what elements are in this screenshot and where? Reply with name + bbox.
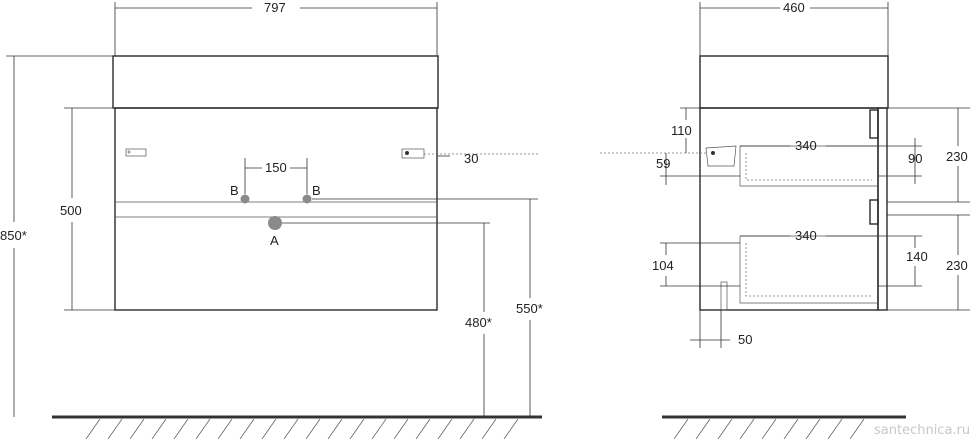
front-view: B B A 150 797 30 850* 500 480* — [0, 0, 543, 439]
dim-850: 850* — [0, 228, 27, 243]
left-bracket — [125, 148, 147, 157]
dim-230-top: 230 — [946, 149, 968, 164]
side-cabinet — [699, 107, 879, 311]
dim-140: 140 — [906, 249, 928, 264]
side-facade — [877, 107, 888, 311]
dim-104: 104 — [652, 258, 674, 273]
dim-797: 797 — [264, 0, 286, 15]
dim-550: 550* — [516, 301, 543, 316]
dim-480: 480* — [465, 315, 492, 330]
dim-230-bottom: 230 — [946, 258, 968, 273]
front-cabinet — [114, 107, 438, 311]
front-countertop — [112, 55, 439, 109]
label-b-left: B — [230, 183, 239, 198]
front-floor-hatch — [85, 418, 519, 439]
side-view: 460 110 59 340 90 230 340 104 — [600, 0, 970, 439]
side-floor-hatch — [673, 418, 865, 439]
side-drawer-bottom-inner — [745, 243, 872, 297]
side-drawer-bottom — [739, 235, 878, 304]
drain-a — [268, 216, 282, 230]
watermark: santechnica.ru — [874, 423, 970, 438]
inlet-b-right — [302, 194, 312, 204]
side-countertop — [699, 55, 889, 109]
side-handle-bottom — [869, 199, 879, 225]
dim-340-bottom: 340 — [795, 228, 817, 243]
dim-150: 150 — [265, 160, 287, 175]
side-handle-top — [869, 109, 879, 139]
side-back-pipe — [720, 281, 728, 311]
label-a: A — [270, 233, 279, 248]
dim-30: 30 — [464, 151, 478, 166]
dim-90: 90 — [908, 151, 922, 166]
label-b-right: B — [312, 183, 321, 198]
dim-50: 50 — [738, 332, 752, 347]
side-bracket — [705, 145, 737, 167]
right-bracket — [401, 148, 425, 159]
side-drawer-top-inner — [745, 153, 872, 181]
dim-59: 59 — [656, 156, 670, 171]
dim-460: 460 — [783, 0, 805, 15]
dim-340-top: 340 — [795, 138, 817, 153]
inlet-b-left — [240, 194, 250, 204]
dim-500: 500 — [60, 203, 82, 218]
dim-110: 110 — [671, 123, 692, 138]
